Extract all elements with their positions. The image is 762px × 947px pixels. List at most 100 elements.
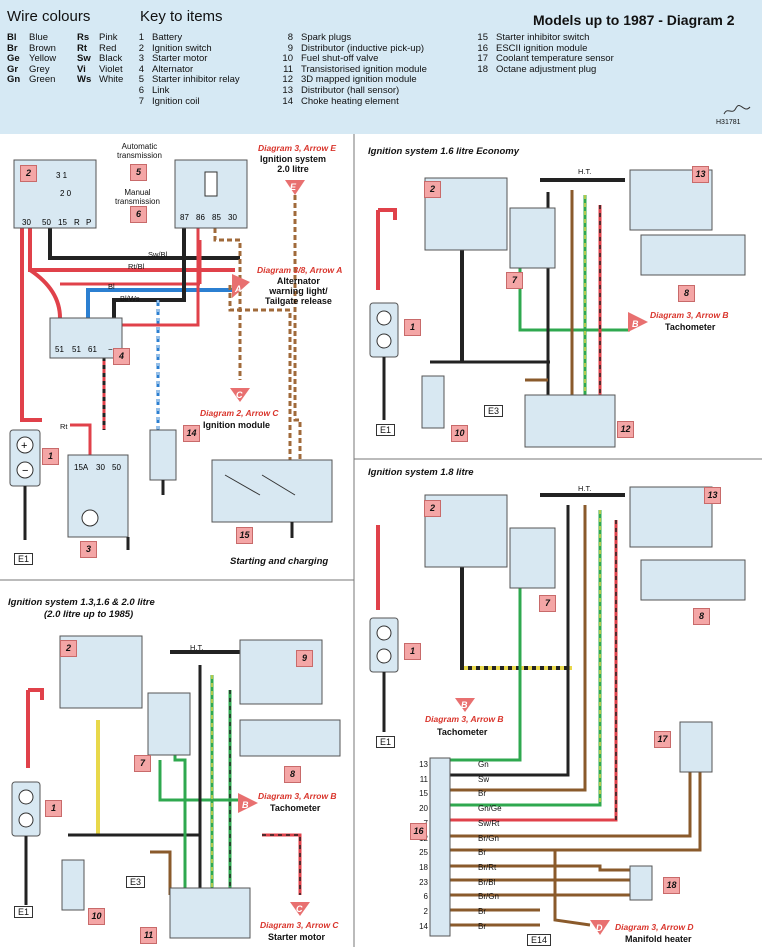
num-battery-18: 1 — [404, 643, 421, 660]
num-battery-13: 1 — [45, 800, 62, 817]
svg-text:15A: 15A — [74, 463, 89, 472]
note-tacho-18: Tachometer — [437, 727, 488, 737]
wire-colour-name: Grey — [29, 63, 50, 75]
escii-pin-wire: Br/Rt — [478, 862, 497, 872]
key-item-number: 15 — [477, 32, 488, 43]
num-choke: 14 — [183, 425, 200, 442]
escii-pin-wire: Sw/Rt — [478, 818, 500, 828]
svg-text:30: 30 — [22, 218, 31, 227]
key-item-number: 5 — [138, 74, 144, 86]
note-diag2C: Diagram 2, Arrow C — [200, 408, 279, 418]
num-octane: 18 — [663, 877, 680, 894]
note-diag3D: Diagram 3, Arrow D — [615, 922, 694, 932]
svg-text:50: 50 — [42, 218, 51, 227]
svg-text:B: B — [632, 319, 639, 329]
key-item-label: ESCII ignition module — [496, 42, 588, 54]
escii-module — [429, 757, 451, 937]
ign18-distributor — [629, 486, 713, 548]
svg-text:C: C — [296, 904, 303, 914]
escii-pin-wire: Br — [478, 907, 486, 916]
wire-colour-name: Blue — [29, 32, 49, 43]
num-3dmodule: 12 — [617, 421, 634, 438]
wire-colour-code: Vi — [77, 63, 86, 75]
key-item-label: Spark plugs — [301, 32, 352, 43]
num-switch-13: 2 — [60, 640, 77, 657]
ign13-transistor-module — [169, 887, 251, 939]
note-diag3C: Diagram 3, Arrow C — [260, 920, 339, 930]
wire-colour-code: Bl — [7, 32, 17, 43]
key-item: 1 Battery — [128, 32, 240, 44]
key-item-label: Distributor (inductive pick-up) — [301, 42, 425, 54]
num-link: 6 — [130, 206, 147, 223]
alternator-box — [49, 317, 123, 359]
note-diag3E: Diagram 3, Arrow E — [258, 143, 337, 153]
key-item-number: 3 — [138, 53, 144, 65]
inhibitor-switch-box — [211, 459, 333, 523]
wire-colour-code: Br — [7, 42, 18, 54]
choke-heater-box — [149, 429, 177, 481]
escii-pin: 18 Br/Rt — [410, 863, 496, 872]
key-item-number: 8 — [287, 32, 293, 43]
wl-swbl: Sw/Bl — [148, 250, 168, 259]
key-item-label: Choke heating element — [301, 95, 399, 107]
wire-colour-name: Green — [29, 74, 56, 86]
num-coil-13: 7 — [134, 755, 151, 772]
arrow-A — [232, 274, 250, 298]
wire-colour-code: Sw — [77, 53, 91, 65]
wire-colour-code: Rt — [77, 42, 88, 54]
earth-E1-18: E1 — [376, 736, 396, 748]
key-item-number: 2 — [138, 42, 144, 54]
svg-text:C: C — [236, 390, 243, 400]
escii-pin-wire: Br/Bl — [478, 877, 496, 887]
escii-pin-number: 13 — [419, 760, 428, 769]
escii-pin-wire: Br — [478, 848, 486, 858]
ign18-section — [369, 486, 746, 937]
wire-colour-code: Ge — [7, 53, 20, 65]
wire-colours-title: Wire colours — [7, 8, 91, 25]
key-item-label: Fuel shut-off valve — [301, 53, 379, 65]
earth-E1-13: E1 — [14, 906, 34, 918]
key-item-label: Battery — [152, 32, 183, 43]
ign18-coil — [509, 527, 556, 589]
key-item-number: 1 — [138, 32, 144, 43]
note-manifold-heater: Manifold heater — [625, 934, 692, 944]
escii-pin-number: 18 — [419, 862, 428, 872]
svg-text:R: R — [74, 218, 80, 227]
escii-pin-number: 25 — [419, 848, 428, 858]
earth-E14: E14 — [527, 934, 552, 946]
ign16-3d-module — [524, 394, 616, 448]
svg-text:87: 87 — [180, 213, 189, 222]
wl-blws: Bl/Ws — [120, 294, 140, 303]
signature-scribble — [723, 104, 751, 115]
svg-text:D: D — [596, 923, 603, 933]
wire-brws — [213, 228, 242, 380]
note-diag38A: Diagram 3/8, Arrow A — [257, 265, 343, 275]
escii-pin-wire: Br — [478, 921, 486, 931]
note-diag3B-16: Diagram 3, Arrow B — [650, 310, 729, 320]
key-item: 8 Spark plugs — [277, 32, 427, 44]
escii-pin-wire: Br — [478, 789, 486, 799]
earth-E1-start: E1 — [14, 553, 34, 565]
key-item-label: Coolant temperature sensor — [496, 53, 614, 65]
ht-label-18: H.T. — [578, 484, 592, 493]
arrow-C-upper — [230, 388, 250, 402]
escii-pin-wire: Sw — [478, 774, 490, 784]
